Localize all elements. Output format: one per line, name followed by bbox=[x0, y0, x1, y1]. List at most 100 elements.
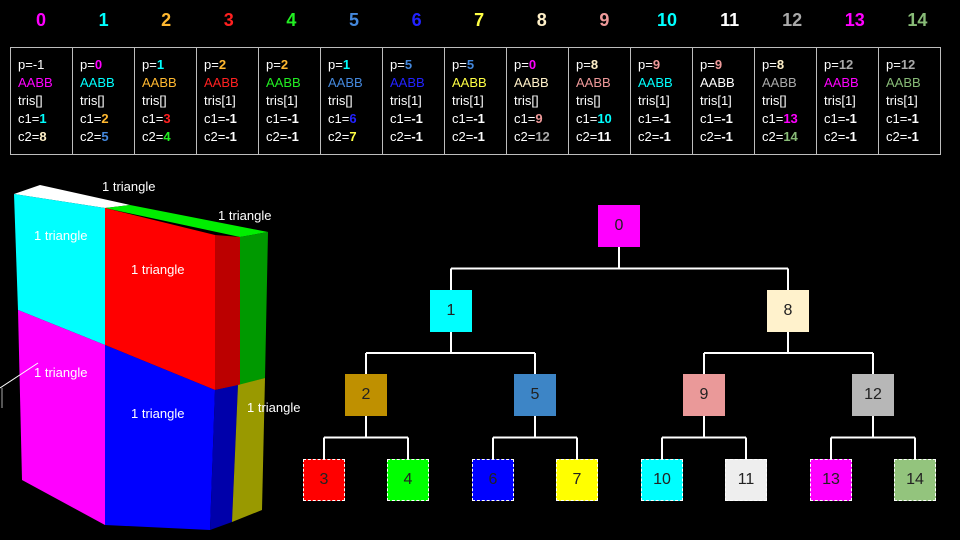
aabb-field-value: AABB bbox=[266, 75, 301, 90]
tris-field: tris[] bbox=[80, 92, 134, 110]
tris-field-value: tris[] bbox=[18, 93, 43, 108]
parent-field-prefix: p= bbox=[390, 57, 405, 72]
child2-field: c2=-1 bbox=[204, 128, 258, 146]
child1-field-prefix: c1= bbox=[886, 111, 908, 126]
tris-field-value: tris[] bbox=[142, 93, 167, 108]
tris-field-value: tris[1] bbox=[266, 93, 298, 108]
node-index-9: 9 bbox=[599, 10, 610, 30]
child2-field-value: -1 bbox=[721, 129, 733, 144]
tree-edge-from-8 bbox=[703, 332, 874, 374]
child2-field-prefix: c2= bbox=[576, 129, 598, 144]
tree-node-2: 2 bbox=[345, 374, 387, 416]
child2-field-value: -1 bbox=[473, 129, 485, 144]
box-label-side: 1 triangle bbox=[247, 400, 301, 415]
aabb-field-value: AABB bbox=[514, 75, 549, 90]
node-index-11: 11 bbox=[720, 10, 740, 30]
child1-field-prefix: c1= bbox=[514, 111, 536, 126]
parent-field-prefix: p= bbox=[762, 57, 777, 72]
parent-field: p=0 bbox=[80, 56, 134, 74]
tris-field: tris[] bbox=[762, 92, 816, 110]
tree-node-5: 5 bbox=[514, 374, 556, 416]
tree-node-13: 13 bbox=[810, 459, 852, 501]
child2-field: c2=-1 bbox=[452, 128, 506, 146]
aabb-field: AABB bbox=[142, 74, 196, 92]
tris-field: tris[1] bbox=[266, 92, 320, 110]
tris-field: tris[1] bbox=[390, 92, 444, 110]
child1-field: c1=-1 bbox=[266, 110, 320, 128]
child1-field: c1=-1 bbox=[886, 110, 940, 128]
child2-field-prefix: c2= bbox=[266, 129, 288, 144]
parent-field: p=0 bbox=[514, 56, 568, 74]
child1-field: c1=6 bbox=[328, 110, 382, 128]
child2-field-prefix: c2= bbox=[452, 129, 474, 144]
parent-field-prefix: p= bbox=[204, 57, 219, 72]
child2-field: c2=-1 bbox=[886, 128, 940, 146]
node-index-0: 0 bbox=[35, 10, 46, 30]
child1-field-value: 3 bbox=[163, 111, 171, 126]
parent-field-value: 9 bbox=[652, 57, 661, 72]
child1-field-value: 9 bbox=[535, 111, 543, 126]
tris-field: tris[] bbox=[576, 92, 630, 110]
tree-node-9: 9 bbox=[683, 374, 725, 416]
child2-field-prefix: c2= bbox=[886, 129, 908, 144]
parent-field-value: 2 bbox=[218, 57, 227, 72]
child1-field-value: -1 bbox=[411, 111, 423, 126]
aabb-field-value: AABB bbox=[576, 75, 611, 90]
node-index-12: 12 bbox=[782, 10, 803, 30]
parent-field: p=5 bbox=[452, 56, 506, 74]
child1-field-prefix: c1= bbox=[700, 111, 722, 126]
aabb-field: AABB bbox=[576, 74, 630, 92]
tris-field: tris[1] bbox=[452, 92, 506, 110]
tris-field-value: tris[1] bbox=[886, 93, 918, 108]
child1-field-value: 2 bbox=[101, 111, 109, 126]
child1-field: c1=9 bbox=[514, 110, 568, 128]
aabb-field: AABB bbox=[762, 74, 816, 92]
node-index-5: 5 bbox=[348, 10, 359, 30]
parent-field-value: 0 bbox=[94, 57, 103, 72]
child2-field-prefix: c2= bbox=[762, 129, 784, 144]
parent-field-prefix: p= bbox=[18, 57, 33, 72]
tree-edge-from-1 bbox=[365, 332, 536, 374]
child1-field-prefix: c1= bbox=[390, 111, 412, 126]
child2-field-value: -1 bbox=[411, 129, 423, 144]
child2-field-prefix: c2= bbox=[80, 129, 102, 144]
box-label-cyan: 1 triangle bbox=[34, 228, 88, 243]
node-index-6: 6 bbox=[411, 10, 422, 30]
child1-field-prefix: c1= bbox=[204, 111, 226, 126]
tree-node-12: 12 bbox=[852, 374, 894, 416]
child2-field: c2=5 bbox=[80, 128, 134, 146]
child2-field-prefix: c2= bbox=[638, 129, 660, 144]
child1-field: c1=-1 bbox=[204, 110, 258, 128]
child2-field-value: 14 bbox=[783, 129, 798, 144]
child1-field-value: -1 bbox=[473, 111, 485, 126]
aabb-field: AABB bbox=[638, 74, 692, 92]
child1-field: c1=-1 bbox=[638, 110, 692, 128]
child1-field: c1=-1 bbox=[700, 110, 754, 128]
child2-field: c2=-1 bbox=[266, 128, 320, 146]
child2-field: c2=-1 bbox=[824, 128, 878, 146]
parent-field-prefix: p= bbox=[514, 57, 529, 72]
aabb-field: AABB bbox=[700, 74, 754, 92]
child1-field: c1=10 bbox=[576, 110, 630, 128]
parent-field: p=12 bbox=[886, 56, 940, 74]
tris-field-value: tris[1] bbox=[638, 93, 670, 108]
child1-field-value: -1 bbox=[721, 111, 733, 126]
child1-field: c1=3 bbox=[142, 110, 196, 128]
node-index-8: 8 bbox=[536, 10, 547, 30]
tris-field-value: tris[] bbox=[80, 93, 105, 108]
child2-field-value: 4 bbox=[163, 129, 171, 144]
child1-field-value: 10 bbox=[597, 111, 612, 126]
aabb-field-value: AABB bbox=[824, 75, 859, 90]
parent-field-prefix: p= bbox=[824, 57, 839, 72]
child1-field-value: -1 bbox=[907, 111, 919, 126]
aabb-field-value: AABB bbox=[204, 75, 239, 90]
child2-field: c2=12 bbox=[514, 128, 568, 146]
tris-field: tris[1] bbox=[204, 92, 258, 110]
child2-field-value: -1 bbox=[287, 129, 299, 144]
aabb-field-value: AABB bbox=[80, 75, 115, 90]
